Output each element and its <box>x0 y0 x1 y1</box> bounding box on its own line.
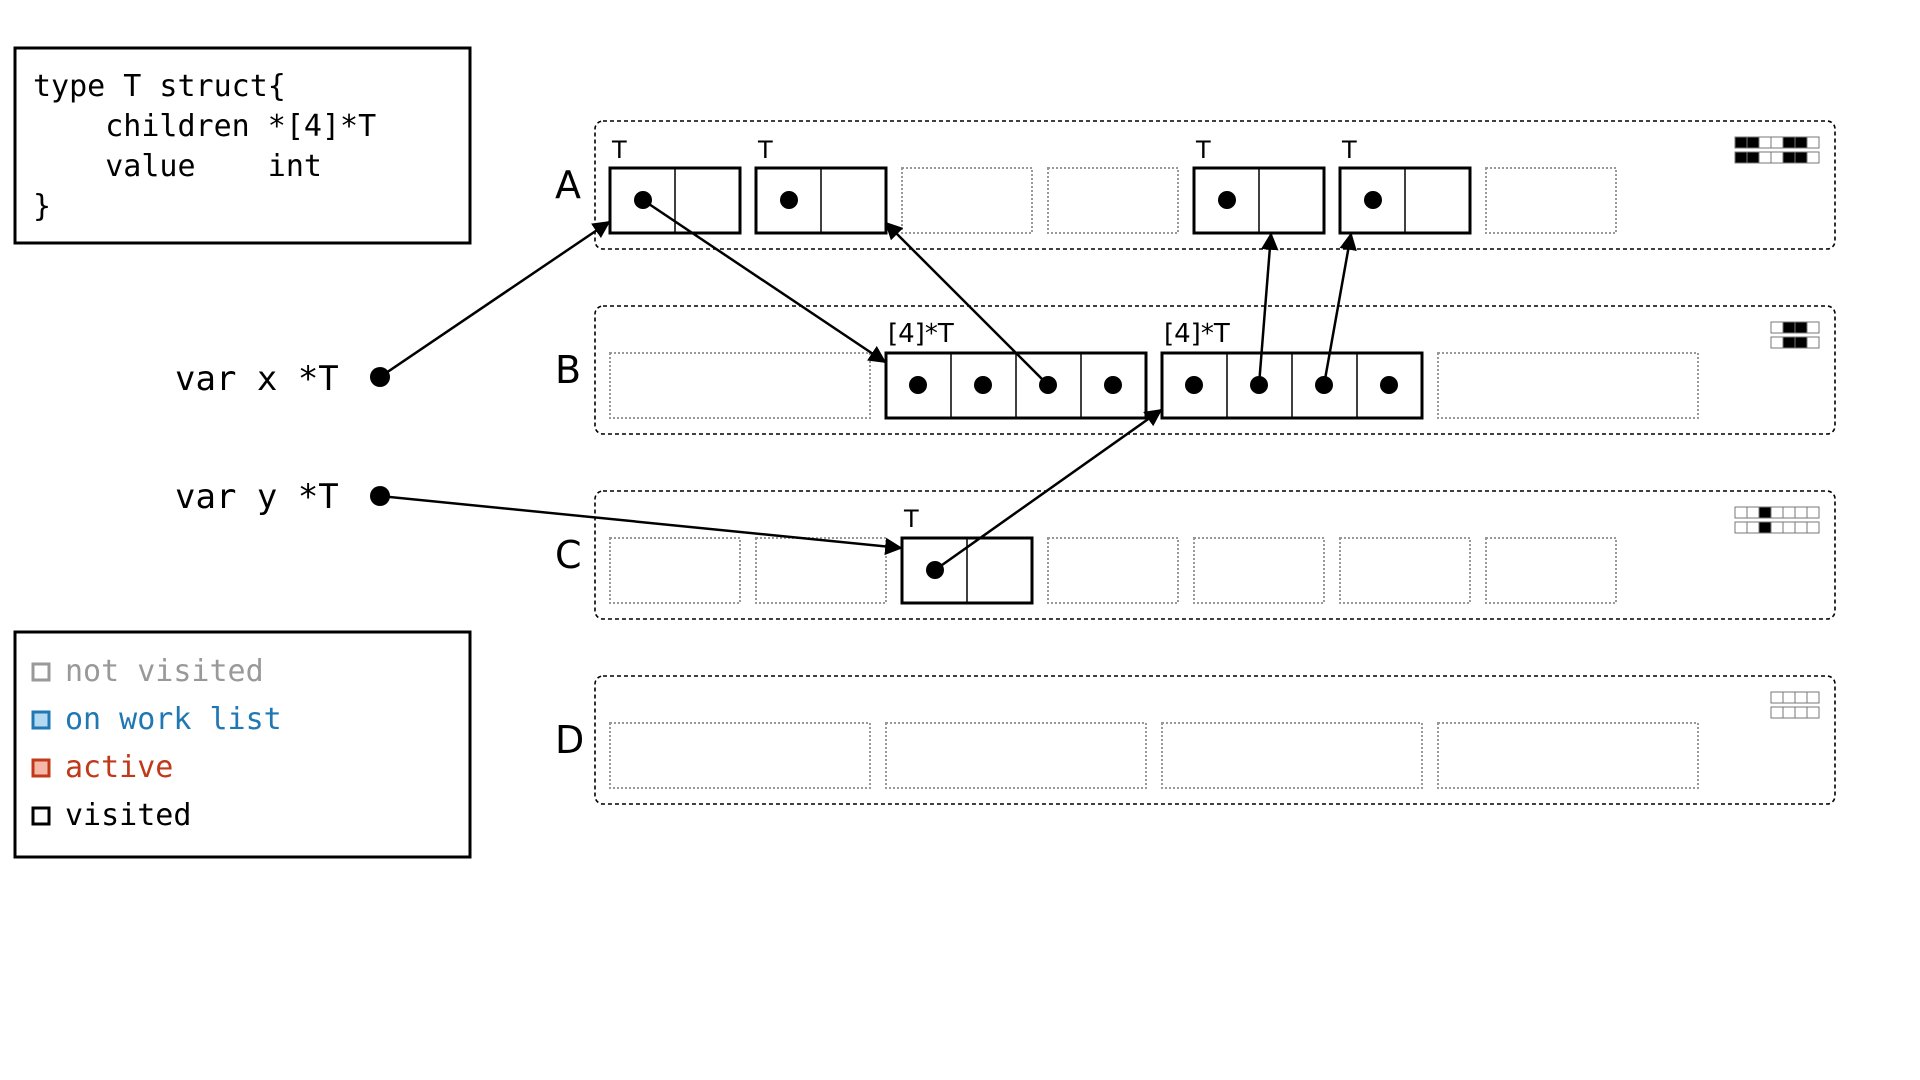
code-line-3: value int <box>33 149 322 184</box>
span-a-type-label-4: T <box>1341 136 1357 164</box>
span-c-slot-7 <box>1485 537 1617 604</box>
span-c-slot-4 <box>1047 537 1179 604</box>
span-a-bitmap <box>1734 136 1820 164</box>
span-c-bitmap <box>1734 506 1820 534</box>
span-c-type-label-1: T <box>903 505 919 533</box>
arrow-b3-to-a5 <box>1257 232 1279 386</box>
legend-label: not visited <box>65 654 264 689</box>
span-a-slot-7 <box>1485 167 1617 234</box>
span-b-type-label-1: [4]*T <box>888 319 954 349</box>
legend-label: visited <box>65 798 191 833</box>
span-label-d: D <box>555 718 584 762</box>
legend-item-not-visited: not visited <box>31 654 264 689</box>
svg-text:type T struct{ child: type T struct{ children *[4]*T value int… <box>0 0 503 224</box>
span-d <box>594 675 1836 805</box>
arrow-a1-to-b2 <box>642 198 887 364</box>
span-label-b: B <box>555 348 581 392</box>
arrow-c3-to-b3 <box>934 408 1163 572</box>
legend-item-on-work-list: on work list <box>31 702 282 737</box>
var-x-label: var x *T <box>175 359 339 399</box>
span-c-slot-6 <box>1339 537 1471 604</box>
legend-swatch <box>31 662 51 682</box>
span-d-slot-3 <box>1161 722 1423 789</box>
legend: not visited on work list active visited <box>13 630 472 859</box>
legend-label: on work list <box>65 702 282 737</box>
legend-item-visited: visited <box>31 798 191 833</box>
span-c: T <box>594 490 1836 620</box>
code-line-2: children *[4]*T <box>33 109 376 144</box>
code-line-1: type T struct{ <box>33 69 286 104</box>
span-a-slot-4 <box>1047 167 1179 234</box>
span-a-type-label-3: T <box>1195 136 1211 164</box>
code-box: type T struct{ children *[4]*T value int… <box>0 0 503 245</box>
span-label-c: C <box>555 533 582 577</box>
span-d-slot-4 <box>1437 722 1699 789</box>
span-d-slot-1 <box>609 722 871 789</box>
span-d-slot-2 <box>885 722 1147 789</box>
arrow-y-to-c3 <box>379 494 903 556</box>
span-a-slot-3 <box>901 167 1033 234</box>
arrow-x-to-a1 <box>379 220 611 379</box>
span-a: T T T T <box>594 120 1836 250</box>
arrow-b2-to-a2 <box>884 221 1049 386</box>
var-y-label: var y *T <box>175 477 339 517</box>
legend-item-active: active <box>31 750 173 785</box>
span-b-type-label-2: [4]*T <box>1164 319 1230 349</box>
span-b-slot-4 <box>1437 352 1699 419</box>
pointer-arrows <box>379 198 1357 572</box>
legend-swatch <box>31 806 51 826</box>
span-b-slot-1 <box>609 352 871 419</box>
span-c-slot-1 <box>609 537 741 604</box>
span-a-type-label-1: T <box>611 136 627 164</box>
legend-swatch <box>31 758 51 778</box>
code-line-4: } <box>33 189 51 224</box>
span-b: [4]*T [4]*T <box>594 305 1836 435</box>
span-a-type-label-2: T <box>757 136 773 164</box>
span-label-a: A <box>555 163 581 207</box>
legend-label: active <box>65 750 173 785</box>
span-d-bitmap <box>1770 691 1820 719</box>
span-b-bitmap <box>1770 321 1820 349</box>
span-c-slot-5 <box>1193 537 1325 604</box>
span-c-slot-2 <box>755 537 887 604</box>
legend-swatch <box>31 710 51 730</box>
arrow-b3-to-a6 <box>1322 232 1357 386</box>
